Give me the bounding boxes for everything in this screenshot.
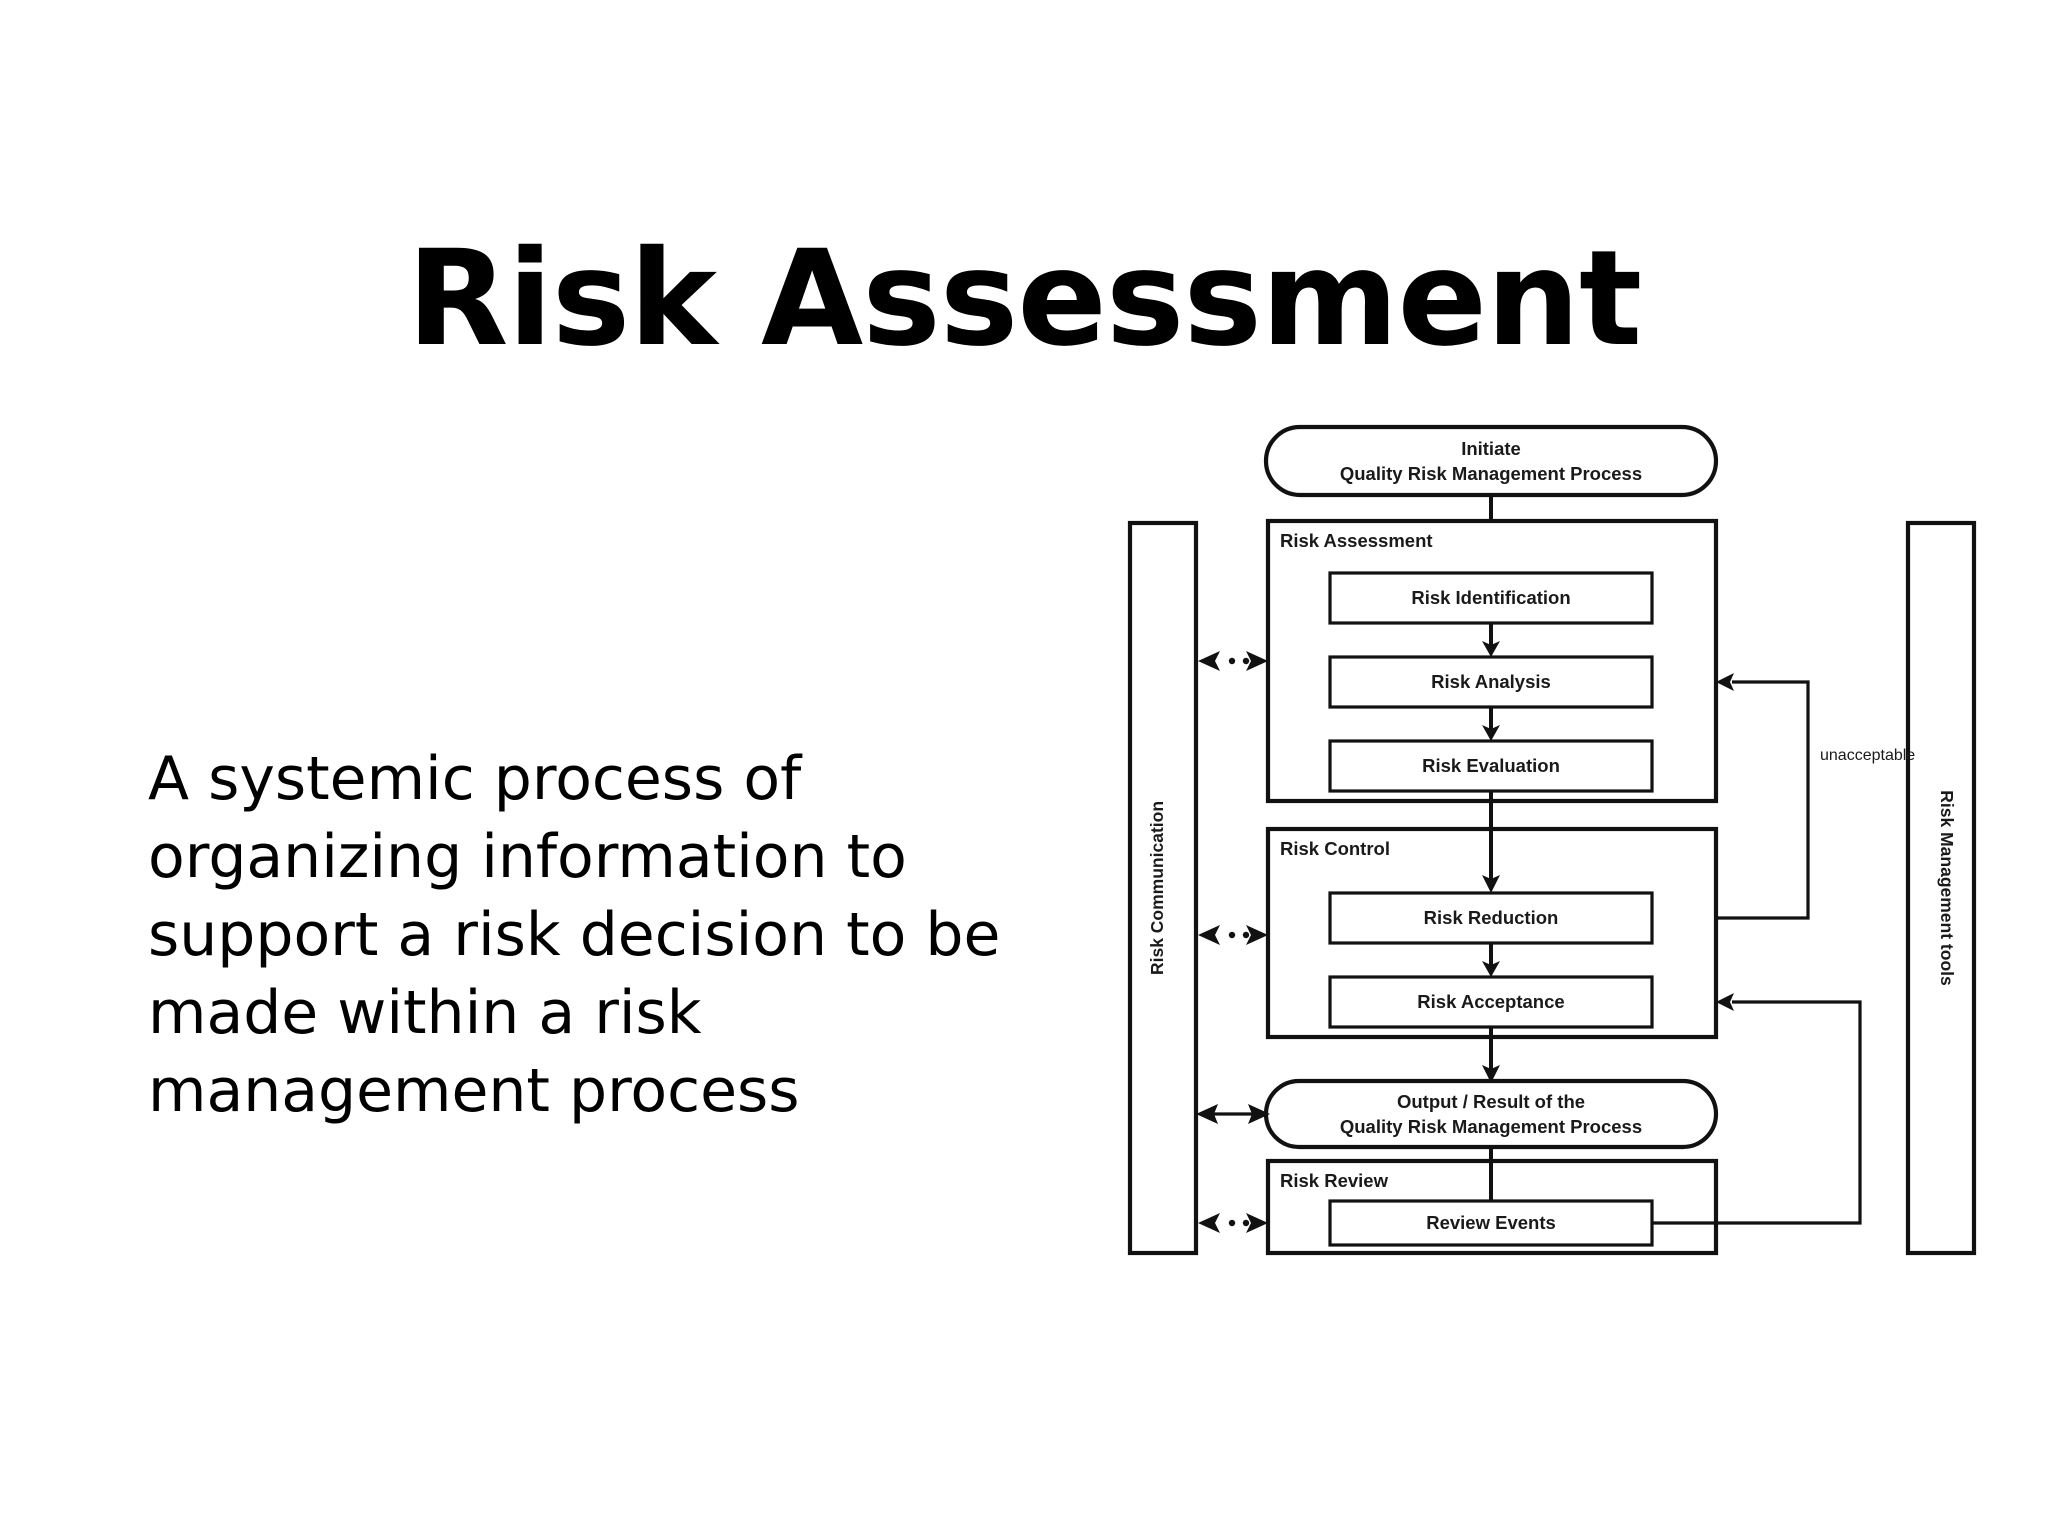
page-title: Risk Assessment xyxy=(406,222,1642,377)
step-risk-reduction: Risk Reduction xyxy=(1424,907,1559,928)
communication-link-output-result xyxy=(1196,1104,1270,1124)
group-risk-assessment-label: Risk Assessment xyxy=(1280,530,1433,551)
step-risk-acceptance: Risk Acceptance xyxy=(1417,991,1564,1012)
group-risk-review: Risk Review Review Events xyxy=(1265,1158,1719,1256)
group-risk-control: Risk Control Risk Reduction Risk Accepta… xyxy=(1265,826,1719,1040)
initiate-node-line2: Quality Risk Management Process xyxy=(1340,463,1642,484)
risk-management-tools-bar: Risk Management tools xyxy=(1905,520,1977,1256)
unacceptable-label: unacceptable xyxy=(1820,747,1915,764)
communication-link-risk-review xyxy=(1198,1213,1268,1233)
flow-acceptance-to-output xyxy=(1482,1027,1500,1083)
initiate-node-line1: Initiate xyxy=(1461,438,1521,459)
output-result-node: Output / Result of the Quality Risk Mana… xyxy=(1263,1078,1719,1150)
group-risk-review-label: Risk Review xyxy=(1280,1170,1389,1191)
communication-link-risk-assessment xyxy=(1198,651,1268,671)
flow-evaluation-to-reduction xyxy=(1482,791,1500,893)
communication-link-risk-control xyxy=(1198,925,1268,945)
risk-communication-label: Risk Communication xyxy=(1147,801,1167,975)
step-risk-identification: Risk Identification xyxy=(1411,587,1570,608)
risk-management-diagram-svg: Risk Communication Risk Management tools… xyxy=(1127,424,1977,1256)
step-review-events: Review Events xyxy=(1426,1212,1556,1233)
group-risk-assessment: Risk Assessment Risk Identification Risk… xyxy=(1265,518,1719,804)
risk-management-diagram: Risk Communication Risk Management tools… xyxy=(1090,395,2000,1385)
feedback-review-events-to-acceptance xyxy=(1652,993,1862,1225)
initiate-node: Initiate Quality Risk Management Process xyxy=(1263,424,1719,498)
feedback-unacceptable: unacceptable xyxy=(1716,673,1915,920)
risk-management-tools-label: Risk Management tools xyxy=(1937,790,1957,986)
output-result-node-line2: Quality Risk Management Process xyxy=(1340,1116,1642,1137)
step-risk-analysis: Risk Analysis xyxy=(1431,671,1551,692)
risk-communication-bar: Risk Communication xyxy=(1127,520,1199,1256)
output-result-node-line1: Output / Result of the xyxy=(1397,1091,1585,1112)
step-risk-evaluation: Risk Evaluation xyxy=(1422,755,1560,776)
body-paragraph: A systemic process of organizing informa… xyxy=(148,744,1001,1126)
group-risk-control-label: Risk Control xyxy=(1280,838,1390,859)
